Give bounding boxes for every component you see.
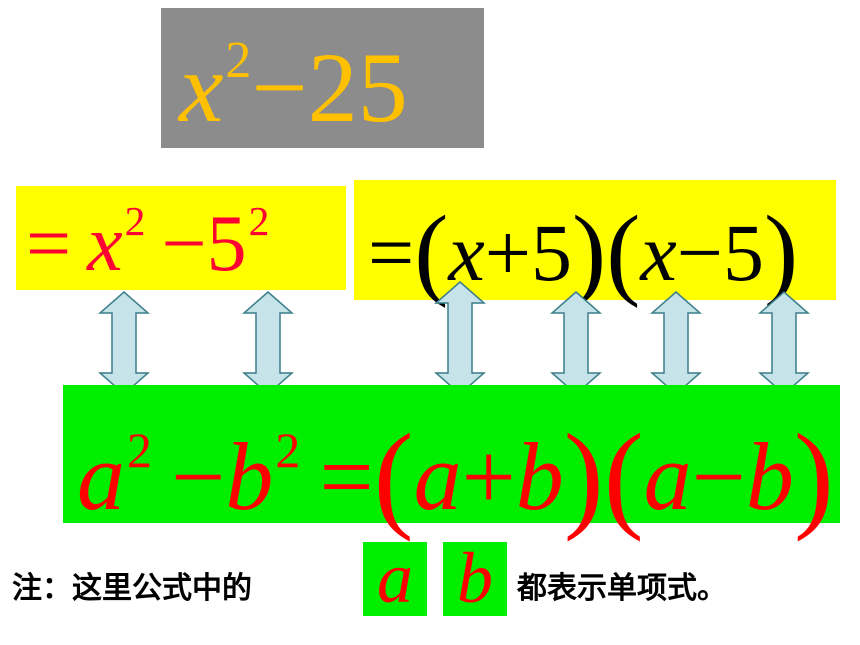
title-expression: x2−25 (179, 34, 408, 138)
step1-x: x (87, 200, 123, 288)
formula-box: a2 −b2 =(a+b)(a−b) (63, 385, 840, 536)
step2-expression: =(x+5)(x−5) (368, 196, 798, 304)
formula-a-1: a (413, 423, 462, 530)
step2-rparen-2: ) (763, 196, 799, 310)
note-suffix: 都表示单项式。 (517, 571, 727, 606)
formula-b-1: b (515, 423, 564, 530)
double-arrow-icon (758, 291, 810, 395)
formula-a-exponent: 2 (127, 422, 152, 478)
step2-rparen-1: ) (572, 196, 607, 310)
step1-five: 5 (206, 200, 247, 288)
step2-equals: = (368, 207, 415, 298)
formula-b-2: b (745, 423, 794, 530)
double-arrow-icon (434, 281, 486, 395)
double-arrow-icon (242, 291, 294, 395)
step1-expression: = x2 −52 (26, 200, 269, 284)
formula-a: a (77, 423, 125, 530)
double-arrow-icon (550, 291, 602, 395)
formula-rparen-1: ) (563, 409, 604, 543)
double-arrow-icon (98, 291, 150, 395)
step1-five-exponent: 2 (248, 197, 270, 244)
variable-a: a (377, 538, 413, 618)
variable-a-box: a (363, 542, 427, 616)
step1-minus: − (161, 200, 207, 288)
formula-lparen-1: ( (373, 409, 414, 543)
double-arrow-icon (650, 291, 702, 395)
step1-equals: = (26, 200, 72, 288)
step1-x-exponent: 2 (124, 197, 146, 244)
step2-minus: − (676, 207, 723, 298)
step2-five-1: 5 (531, 207, 573, 298)
step2-five-2: 5 (722, 207, 764, 298)
title-base: x (179, 32, 224, 143)
formula-plus: + (461, 423, 516, 530)
title-expression-box: x2−25 (161, 8, 484, 148)
variable-b-box: b (443, 542, 507, 616)
title-rest: −25 (251, 32, 408, 143)
formula-a-2: a (643, 423, 692, 530)
note-prefix: 注：这里公式中的 (12, 571, 252, 606)
formula-rparen-2: ) (793, 409, 834, 543)
formula-equals: = (319, 423, 374, 530)
formula-minus: − (171, 423, 226, 530)
formula-expression: a2 −b2 =(a+b)(a−b) (77, 409, 834, 536)
step2-lparen-2: ( (606, 196, 641, 310)
title-exponent: 2 (225, 31, 252, 89)
variable-b: b (457, 538, 493, 618)
step2-lparen-1: ( (414, 196, 449, 310)
step2-plus: + (484, 207, 532, 298)
formula-minus-2: − (691, 423, 746, 530)
step1-box: = x2 −52 (16, 186, 346, 290)
formula-b-exponent: 2 (275, 422, 301, 478)
formula-lparen-2: ( (603, 409, 644, 543)
step2-x-2: x (640, 207, 677, 298)
step2-x-1: x (448, 207, 485, 298)
formula-b: b (225, 423, 274, 530)
step2-box: =(x+5)(x−5) (354, 180, 836, 304)
